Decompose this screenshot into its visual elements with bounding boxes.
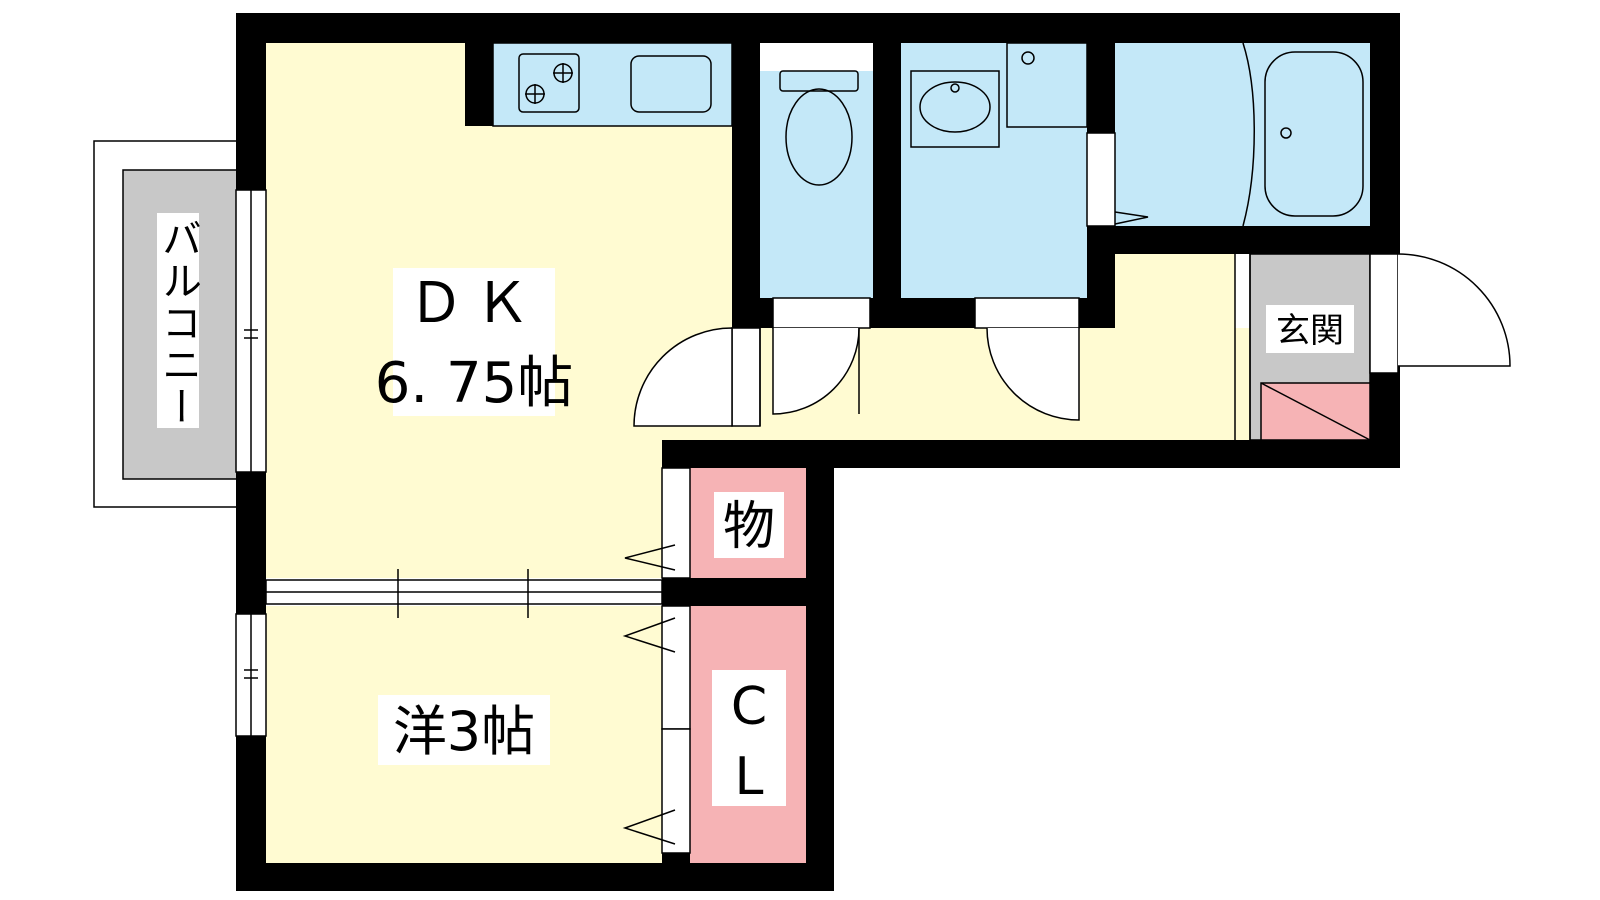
entrance-name: 玄関 [1276,311,1344,351]
closet-line-2: L [735,747,764,807]
storage-name: 物 [723,497,775,557]
dk-label: ＤＫ 6. 75帖 [375,268,574,416]
closet-label: C L [712,670,786,807]
shoe-cabinet-icon [1260,382,1371,441]
stove-icon [518,53,580,113]
dk-name: ＤＫ [408,271,540,336]
balcony-label: バルコニー [155,218,201,428]
storage-label: 物 [714,492,784,558]
washbasin-icon [910,42,1088,148]
walls [236,13,1400,891]
toilet-icon [779,70,859,186]
closet-line-1: C [731,677,767,737]
western-room-name: 洋3帖 [393,700,535,763]
dk-size: 6. 75帖 [375,351,574,416]
windows [235,189,663,737]
sink-icon [630,55,712,113]
entrance-label: 玄関 [1266,305,1354,353]
bathtub-icon [1242,42,1364,227]
doors [622,132,1511,854]
balcony: バルコニー [93,140,238,508]
western-room-label: 洋3帖 [378,695,550,765]
